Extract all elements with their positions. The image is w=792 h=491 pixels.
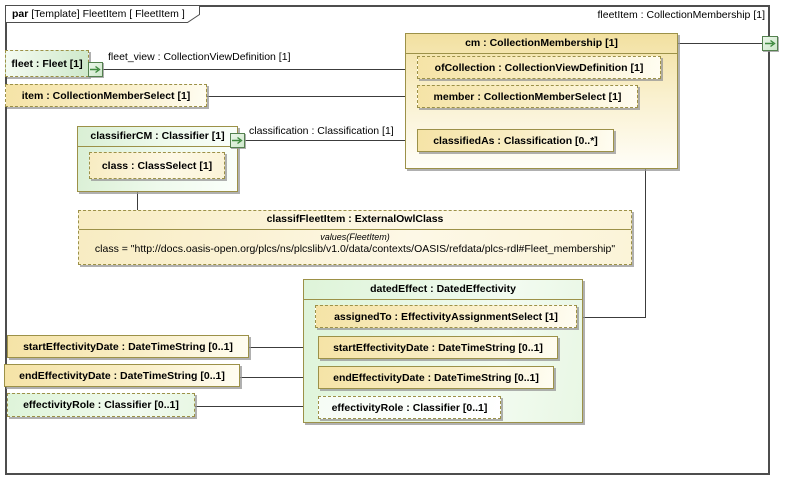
endeffectivitydate-box: endEffectivityDate : DateTimeString [0..… [4, 364, 240, 387]
cm-box-title: cm : CollectionMembership [1] [406, 34, 677, 54]
frame-title-rest: [Template] FleetItem [ FleetItem ] [28, 8, 185, 20]
ofcollection-box: ofCollection : CollectionViewDefinition … [417, 56, 661, 79]
edge-assignedto-vertical [645, 169, 646, 318]
classification-connector-label: classification : Classification [1] [249, 125, 394, 137]
fleet-view-connector-label: fleet_view : CollectionViewDefinition [1… [108, 51, 291, 63]
arrow-right-icon [232, 136, 243, 145]
edge-assignedto-horizontal [577, 317, 646, 318]
classiffleetitem-value: class = "http://docs.oasis-open.org/plcs… [94, 243, 616, 255]
classifiercm-port [230, 133, 245, 148]
edge-endeffectivity [240, 377, 318, 378]
starteffectivitydate-inner-box: startEffectivityDate : DateTimeString [0… [318, 336, 558, 359]
fleetitem-connector-label: fleetItem : CollectionMembership [1] [597, 9, 766, 21]
classselect-box: class : ClassSelect [1] [89, 152, 225, 179]
arrow-right-icon [764, 39, 776, 48]
classifiedas-box: classifiedAs : Classification [0..*] [417, 129, 614, 152]
effectivityrole-inner-box: effectivityRole : Classifier [0..1] [318, 396, 501, 419]
edge-effectivityrole [195, 406, 318, 407]
classiffleetitem-stereotype: values(FleetItem) [320, 232, 390, 242]
fleet-port [88, 62, 103, 77]
edge-classification-classifiedas [245, 140, 418, 141]
assignedto-box: assignedTo : EffectivityAssignmentSelect… [315, 305, 577, 328]
member-box: member : CollectionMemberSelect [1] [417, 85, 638, 108]
arrow-right-icon [90, 65, 101, 74]
edge-item-member [207, 96, 418, 97]
datedeffect-box-title: datedEffect : DatedEffectivity [304, 280, 582, 300]
classifiercm-box-title: classifierCM : Classifier [1] [78, 127, 237, 147]
item-box: item : CollectionMemberSelect [1] [5, 84, 207, 107]
frame-label-pentagon [5, 5, 200, 23]
classiffleetitem-box-title: classifFleetItem : ExternalOwlClass [79, 211, 631, 230]
endeffectivitydate-inner-box: endEffectivityDate : DateTimeString [0..… [318, 366, 554, 389]
frame-boundary-port [762, 36, 778, 51]
starteffectivitydate-box: startEffectivityDate : DateTimeString [0… [7, 335, 249, 358]
edge-fleet-ofcollection [103, 69, 418, 70]
edge-class-classiffleetitem [137, 179, 138, 211]
frame-title: par [Template] FleetItem [ FleetItem ] [12, 8, 185, 20]
classiffleetitem-box: classifFleetItem : ExternalOwlClass valu… [78, 210, 632, 265]
fleet-box: fleet : Fleet [1] [5, 50, 89, 77]
edge-cm-frameport [678, 43, 762, 44]
edge-starteffectivity [249, 347, 318, 348]
effectivityrole-box: effectivityRole : Classifier [0..1] [7, 393, 195, 417]
frame-kind: par [12, 8, 29, 20]
